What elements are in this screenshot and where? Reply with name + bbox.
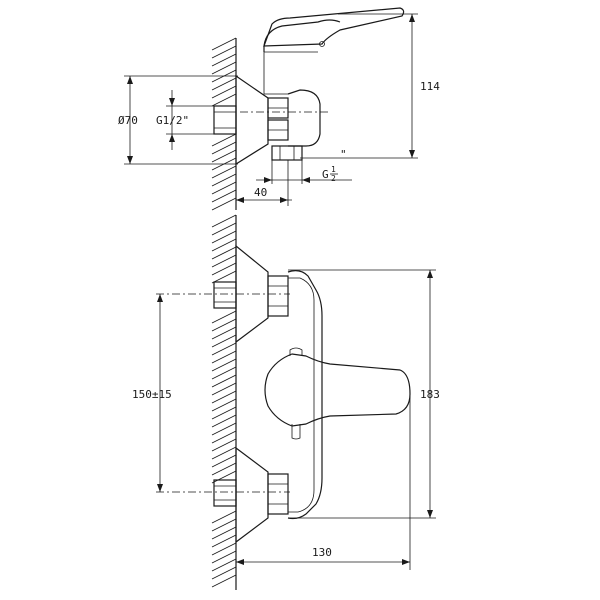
dim-outlet-thread-label: G: [322, 168, 329, 181]
wall-hatch-line: [211, 133, 237, 147]
wall-hatch-line: [211, 518, 237, 532]
wall-hatch-line: [211, 77, 237, 91]
side-view-flange: [235, 74, 269, 166]
wall-hatch-line: [211, 181, 237, 195]
dim-130: 130: [236, 396, 411, 570]
wall-hatch-line: [211, 574, 237, 588]
side-view-inlet-pipe: [213, 105, 237, 135]
wall-hatch-line: [211, 542, 237, 556]
wall-hatch-line: [211, 310, 237, 324]
front-view-flange-upper: [235, 244, 269, 344]
wall-hatch-line: [211, 326, 237, 340]
dim-outlet-thread-mark: ": [340, 148, 347, 161]
wall-hatch-line: [211, 246, 237, 260]
wall-hatch-line: [211, 422, 237, 436]
wall-hatch-line: [211, 270, 237, 284]
wall-hatch-line: [211, 350, 237, 364]
dim-130-label: 130: [312, 546, 332, 559]
wall-hatch-line: [211, 526, 237, 540]
wall-hatch-line: [211, 93, 237, 107]
wall-hatch-line: [211, 342, 237, 356]
side-view-body: [287, 89, 321, 147]
wall-hatch-line: [211, 382, 237, 396]
wall-hatch-line: [211, 446, 237, 460]
wall-hatch-line: [211, 165, 237, 179]
dim-flange-diameter: Ø70: [118, 75, 238, 165]
wall-hatch-line: [211, 189, 237, 203]
dim-40-label: 40: [254, 186, 267, 199]
dim-inlet-thread: G1/2": [156, 90, 214, 150]
wall-hatch-line: [211, 318, 237, 332]
wall-hatch-line: [211, 334, 237, 348]
wall-hatch-line: [211, 374, 237, 388]
wall-hatch-line: [211, 262, 237, 276]
wall-hatch-line: [211, 238, 237, 252]
wall-bottom: [211, 214, 237, 590]
wall-hatch-line: [211, 398, 237, 412]
wall-hatch-line: [211, 390, 237, 404]
wall-hatch-line: [211, 470, 237, 484]
wall-hatch-line: [211, 566, 237, 580]
wall-hatch-line: [211, 173, 237, 187]
wall-hatch-line: [211, 510, 237, 524]
front-view-nut-lower: [267, 473, 289, 515]
side-view-outlet: [271, 145, 303, 161]
dim-114-label: 114: [420, 80, 440, 93]
wall-hatch-line: [211, 214, 237, 228]
dim-outlet-thread: G 1 2 ": [256, 148, 352, 184]
dim-150: 150±15: [132, 294, 172, 492]
front-view-lever: [264, 353, 411, 427]
wall-hatch-line: [211, 414, 237, 428]
wall-hatch-line: [211, 558, 237, 572]
dim-150-label: 150±15: [132, 388, 172, 401]
wall-hatch-line: [211, 61, 237, 75]
dim-inlet-thread-label: G1/2": [156, 114, 189, 127]
wall-hatch-line: [211, 37, 237, 51]
wall-hatch-line: [211, 149, 237, 163]
front-view-body: [287, 270, 323, 520]
side-view: [213, 7, 405, 166]
wall-hatch-line: [211, 430, 237, 444]
wall-hatch-line: [211, 141, 237, 155]
wall-hatch-line: [211, 438, 237, 452]
dim-183: 183: [288, 269, 440, 519]
wall-hatch-line: [211, 454, 237, 468]
dim-114: 114: [300, 13, 440, 159]
wall-hatch-line: [211, 358, 237, 372]
wall-hatch-line: [211, 85, 237, 99]
wall-hatch-line: [211, 45, 237, 59]
wall-hatch-line: [211, 197, 237, 211]
wall-hatch-line: [211, 53, 237, 67]
wall-hatch-line: [211, 222, 237, 236]
front-view-flange-lower: [235, 446, 269, 544]
front-view-nut-upper: [267, 275, 289, 317]
wall-top: [211, 37, 237, 211]
dim-outlet-thread-frac-num: 1: [331, 165, 336, 174]
wall-hatch-line: [211, 366, 237, 380]
wall-hatch-line: [211, 230, 237, 244]
wall-hatch-line: [211, 406, 237, 420]
wall-hatch-line: [211, 462, 237, 476]
wall-hatch-line: [211, 534, 237, 548]
wall-hatch-line: [211, 550, 237, 564]
dim-183-label: 183: [420, 388, 440, 401]
wall-hatch-line: [211, 254, 237, 268]
dim-40: 40: [236, 160, 292, 206]
side-view-lever: [263, 7, 405, 47]
dim-outlet-thread-frac-den: 2: [331, 174, 336, 183]
front-view: [156, 244, 411, 544]
dim-flange-diameter-label: Ø70: [118, 114, 138, 127]
